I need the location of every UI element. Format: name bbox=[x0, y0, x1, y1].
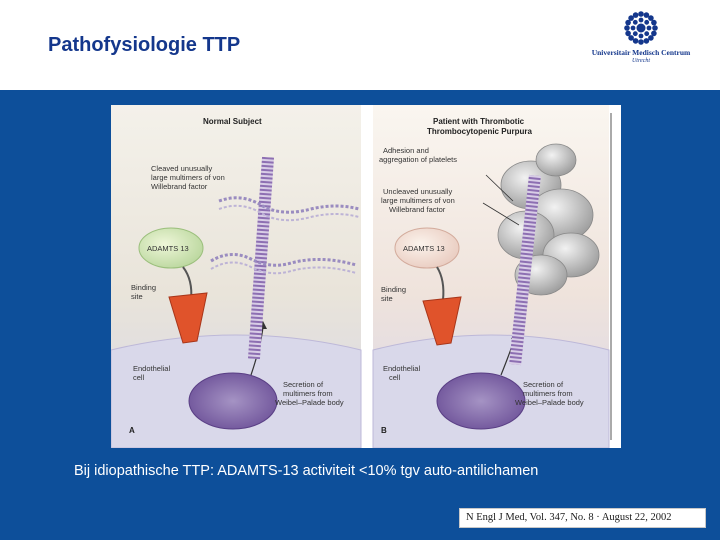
pathophysiology-figure: Normal Subject Cleaved unusually large m… bbox=[111, 105, 621, 448]
panel-a-cleaved-label-1: Cleaved unusually bbox=[151, 164, 213, 173]
panel-b-letter: B bbox=[381, 426, 387, 435]
panel-a-secretion-label-3: Weibel–Palade body bbox=[275, 398, 344, 407]
panel-b: Patient with Thrombotic Thrombocytopenic… bbox=[372, 105, 610, 448]
panel-a-cleaved-fragment-4 bbox=[210, 261, 357, 275]
panel-a-secretion-label-1: Secretion of bbox=[283, 380, 324, 389]
panel-b-vwf-multimer bbox=[509, 174, 541, 366]
panel-b-adhesion-label-1: Adhesion and bbox=[383, 146, 429, 155]
panel-b-binding-site bbox=[422, 296, 462, 346]
panel-b-uncleaved-label-1: Uncleaved unusually bbox=[383, 187, 452, 196]
logo-city: Utrecht bbox=[631, 58, 651, 64]
panel-b-secretion-label-2: multimers from bbox=[523, 389, 573, 398]
umc-logo: Universitair Medisch Centrum Utrecht bbox=[585, 8, 715, 70]
slide-caption: Bij idiopathische TTP: ADAMTS-13 activit… bbox=[74, 463, 539, 479]
panel-b-title-2: Thrombocytopenic Purpura bbox=[427, 127, 532, 136]
panel-b-enzyme-tether bbox=[436, 266, 445, 301]
panel-b-secretion-label-1: Secretion of bbox=[523, 380, 564, 389]
panel-a-cleaved-label-3: Willebrand factor bbox=[151, 182, 208, 191]
panel-b-binding-label-1: Binding bbox=[381, 285, 406, 294]
panel-a-cleaved-fragment-2 bbox=[218, 204, 360, 222]
slide-title: Pathofysiologie TTP bbox=[48, 34, 241, 56]
sun-rosette-icon bbox=[624, 11, 658, 45]
logo-name: Universitair Medisch Centrum bbox=[591, 48, 691, 57]
panel-a-weibel-palade-body bbox=[188, 372, 278, 430]
panel-a-cleaved-fragment-1 bbox=[218, 196, 360, 214]
figure-illustration: Normal Subject Cleaved unusually large m… bbox=[111, 105, 612, 448]
panel-a-secretion-label-2: multimers from bbox=[283, 389, 333, 398]
panel-b-title-1: Patient with Thrombotic bbox=[433, 117, 525, 126]
panel-a-adamts13-enzyme bbox=[138, 227, 204, 269]
panel-b-weibel-palade-body bbox=[436, 372, 526, 430]
panel-b-adamts13-enzyme bbox=[394, 227, 460, 269]
panel-b-uncleaved-label-2: large multimers of von bbox=[381, 196, 455, 205]
panel-b-endo-label-2: cell bbox=[389, 373, 401, 382]
panel-a-endo-label-1: Endothelial bbox=[133, 364, 170, 373]
panel-a-binding-label-1: Binding bbox=[131, 283, 156, 292]
panel-a-letter: A bbox=[129, 426, 135, 435]
panel-a-title: Normal Subject bbox=[203, 117, 262, 126]
panel-a: Normal Subject Cleaved unusually large m… bbox=[111, 105, 362, 448]
panel-a-endo-label-2: cell bbox=[133, 373, 145, 382]
panel-a-enzyme-label: ADAMTS 13 bbox=[147, 244, 189, 253]
panel-b-secretion-label-3: Weibel–Palade body bbox=[515, 398, 584, 407]
panel-b-adhesion-pointer bbox=[485, 174, 514, 202]
citation-box: N Engl J Med, Vol. 347, No. 8 · August 2… bbox=[459, 508, 706, 528]
panel-b-adhesion-label-2: aggregation of platelets bbox=[379, 155, 457, 164]
panel-b-endo-label-1: Endothelial bbox=[383, 364, 420, 373]
panel-b-binding-label-2: site bbox=[381, 294, 393, 303]
panel-b-uncleaved-label-3: Willebrand factor bbox=[389, 205, 446, 214]
panel-b-uncleaved-pointer bbox=[482, 202, 520, 226]
slide-header: Pathofysiologie TTP bbox=[0, 0, 720, 90]
panel-a-cleaved-fragment-3 bbox=[210, 253, 357, 267]
panel-a-binding-label-2: site bbox=[131, 292, 143, 301]
panel-a-cleaved-label-2: large multimers of von bbox=[151, 173, 225, 182]
panel-a-binding-site bbox=[168, 292, 208, 344]
panel-b-enzyme-label: ADAMTS 13 bbox=[403, 244, 445, 253]
